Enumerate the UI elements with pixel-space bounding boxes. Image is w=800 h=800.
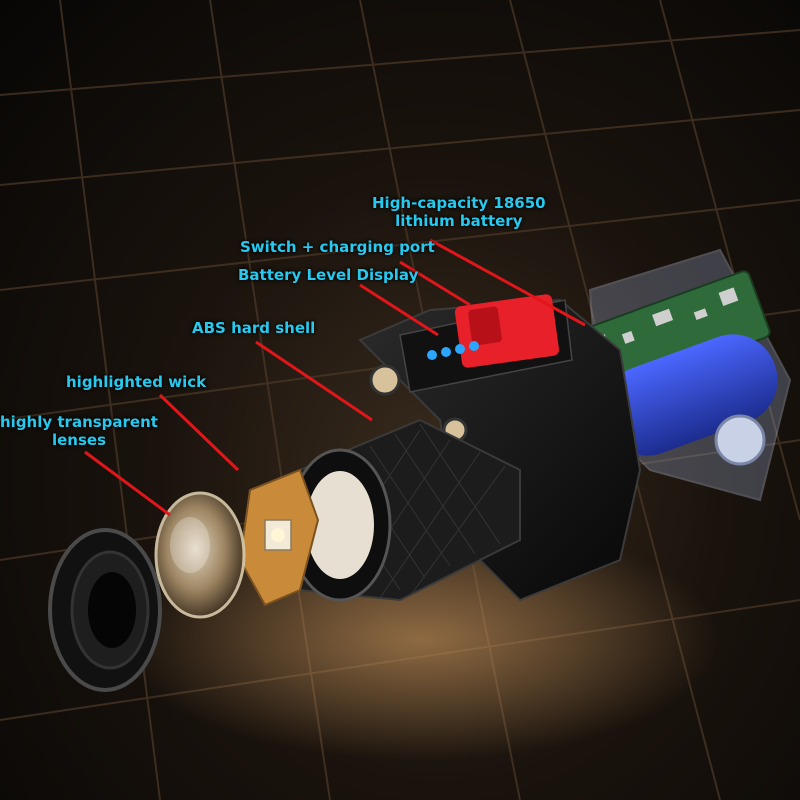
leader-level — [359, 283, 439, 337]
callout-level: Battery Level Display — [238, 266, 418, 284]
zoom-barrel — [288, 418, 521, 602]
leader-wick — [158, 393, 240, 472]
callout-wick: highlighted wick — [66, 373, 206, 391]
lens — [154, 491, 246, 619]
callout-switch-line1: Switch + charging port — [240, 238, 435, 256]
led-star-board — [238, 468, 320, 607]
switch-button — [468, 306, 502, 346]
callout-shell-line1: ABS hard shell — [192, 319, 316, 337]
callout-shell: ABS hard shell — [192, 319, 315, 337]
leader-battery — [429, 238, 586, 327]
callout-switch: Switch + charging port — [240, 238, 435, 256]
reflector-cup — [306, 471, 374, 579]
leader-lines — [84, 238, 586, 517]
callout-lens-line2: lenses — [51, 431, 106, 449]
battery-terminal — [714, 414, 766, 466]
headlamp-housing — [358, 294, 642, 602]
callout-lens-line1: highly transparent — [0, 413, 158, 431]
side-light-left — [369, 364, 401, 396]
callout-level-line1: Battery Level Display — [238, 266, 419, 284]
battery-level-indicator — [427, 341, 479, 360]
callout-battery-line2: lithium battery — [395, 212, 523, 230]
leader-lens — [84, 450, 171, 517]
callout-lens: highly transparent lenses — [0, 413, 158, 449]
callout-battery: High-capacity 18650 lithium battery — [372, 194, 546, 230]
front-bezel-ring — [48, 528, 162, 692]
callout-battery-line1: High-capacity 18650 — [372, 194, 546, 212]
leader-switch — [399, 260, 471, 307]
leader-shell — [255, 340, 373, 422]
callout-wick-line1: highlighted wick — [66, 373, 207, 391]
